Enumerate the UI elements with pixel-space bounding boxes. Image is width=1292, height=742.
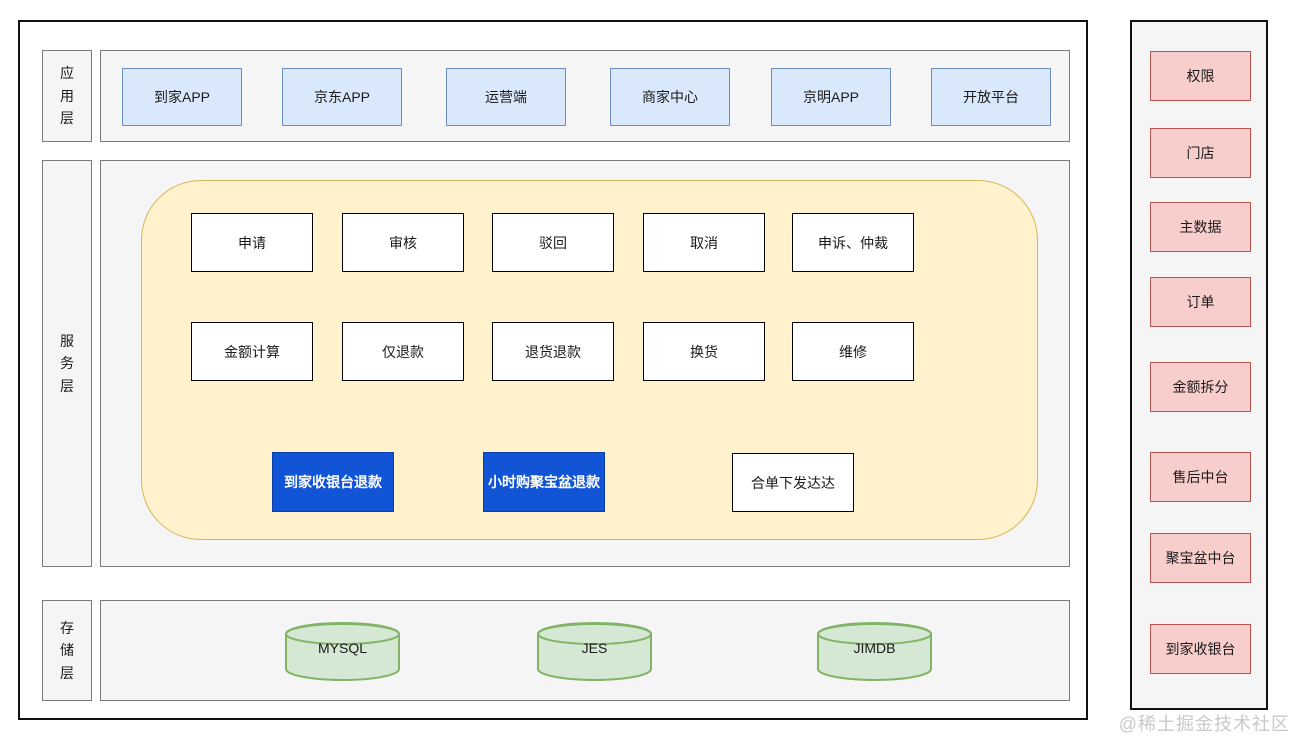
db-label-mysql: MYSQL: [317, 640, 367, 656]
service-node-appeal-arbitration: 申诉、仲裁: [792, 213, 914, 272]
app-layer-panel: [100, 50, 1070, 142]
db-cylinder-jimdb: JIMDB: [816, 622, 933, 682]
app-node-jingming-app: 京明APP: [771, 68, 891, 126]
database-cylinder-icon: [817, 622, 932, 681]
sidebar-module-jubaopen-platform: 聚宝盆中台: [1150, 533, 1251, 583]
main-frame: 应用层 到家APP 京东APP 运营端 商家中心 京明APP 开放平台 服务层 …: [18, 20, 1088, 720]
sidebar-module-aftersale-platform: 售后中台: [1150, 452, 1251, 502]
watermark: @稀土掘金技术社区: [1118, 714, 1290, 734]
storage-layer-label: 存储层: [60, 619, 74, 681]
db-cylinder-jes: JES: [536, 622, 653, 682]
app-node-open-platform: 开放平台: [931, 68, 1051, 126]
service-node-hourly-jubaopen-refund: 小时购聚宝盆退款: [483, 452, 605, 512]
db-label-jimdb: JIMDB: [853, 640, 896, 656]
service-node-repair: 维修: [792, 322, 914, 381]
dependency-sidebar: 权限 门店 主数据 订单 金额拆分 售后中台 聚宝盆中台 到家收银台: [1130, 20, 1268, 710]
db-label-jes: JES: [581, 640, 608, 656]
app-layer-label: 应用层: [60, 65, 74, 127]
service-node-apply: 申请: [191, 213, 313, 272]
service-node-merge-dispatch-dada: 合单下发达达: [732, 453, 854, 512]
service-node-audit: 审核: [342, 213, 464, 272]
sidebar-module-store: 门店: [1150, 128, 1251, 178]
storage-layer-label-box: [42, 600, 92, 701]
service-node-amount-calc: 金额计算: [191, 322, 313, 381]
database-cylinder-icon: [285, 622, 400, 681]
sidebar-module-daojia-cashier: 到家收银台: [1150, 624, 1251, 674]
app-node-jd-app: 京东APP: [282, 68, 402, 126]
service-node-exchange: 换货: [643, 322, 765, 381]
sidebar-module-permission: 权限: [1150, 51, 1251, 101]
app-node-daojia-app: 到家APP: [122, 68, 242, 126]
db-cylinder-mysql: MYSQL: [284, 622, 401, 682]
service-layer-label-box: [42, 160, 92, 567]
service-node-daojia-cashier-refund: 到家收银台退款: [272, 452, 394, 512]
service-node-cancel: 取消: [643, 213, 765, 272]
service-node-return-refund: 退货退款: [492, 322, 614, 381]
service-node-refund-only: 仅退款: [342, 322, 464, 381]
database-cylinder-icon: [537, 622, 652, 681]
app-layer-label-box: [42, 50, 92, 142]
service-layer-label: 服务层: [60, 332, 74, 394]
app-node-ops-portal: 运营端: [446, 68, 566, 126]
sidebar-module-amount-split: 金额拆分: [1150, 362, 1251, 412]
app-node-merchant-center: 商家中心: [610, 68, 730, 126]
service-node-reject: 驳回: [492, 213, 614, 272]
sidebar-module-master-data: 主数据: [1150, 202, 1251, 252]
sidebar-module-order: 订单: [1150, 277, 1251, 327]
